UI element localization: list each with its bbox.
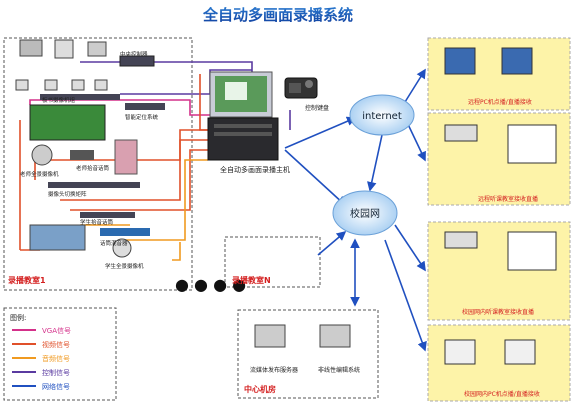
remote-pc-label: 远程PC机点播/直播接收 [468, 98, 532, 106]
classroom1-region [3, 37, 193, 291]
editing-system-label: 非线性编辑系统 [318, 366, 360, 374]
teacher-mic-label: 老师拾音话筒 [76, 164, 110, 172]
camera-switcher-label: 摄像头切换矩阵 [48, 190, 87, 198]
control-keyboard [284, 77, 318, 99]
legend-label: 控制信号 [42, 368, 70, 377]
center-room-region [237, 309, 379, 399]
streaming-server-label: 流媒体发布服务器 [250, 366, 298, 374]
campus-classroom-label: 校园网内听课教室接收直播 [462, 308, 534, 316]
remote-classroom-label: 远程听课教室接收直播 [478, 195, 538, 203]
campus-net-label: 校园网 [350, 207, 380, 220]
internet-cloud: internet [349, 94, 415, 136]
campus-net-cloud: 校园网 [332, 190, 398, 236]
classroomN-region [224, 236, 321, 288]
classroom1-devices [15, 39, 165, 258]
smart-locator-label: 智能定位系统 [125, 113, 159, 121]
legend-title: 图例: [10, 313, 26, 322]
legend-label: 网络信号 [42, 382, 70, 391]
student-camera-label: 学生全景摄像机 [105, 262, 144, 270]
legend-label: 音频信号 [42, 354, 70, 363]
center-room-title: 中心机房 [244, 384, 276, 394]
host-computer [207, 71, 279, 161]
audio-mixer-label: 话筒混音器 [100, 239, 128, 247]
legend-label: 视频信号 [42, 340, 70, 349]
student-mic-label: 学生拾音话筒 [80, 218, 114, 226]
remote-devices [444, 47, 557, 365]
central-controller-label: 中央控制器 [120, 50, 148, 58]
campus-pc-label: 校园网内PC机点播/直播接收 [464, 390, 540, 398]
legend-label: VGA信号 [42, 326, 71, 335]
classroom1-title: 录播教室1 [8, 275, 46, 285]
classroomN-title: 录播教室N [232, 275, 271, 285]
keyboard-label: 控制键盘 [305, 104, 329, 112]
diagram-title: 全自动多画面录播系统 [202, 6, 353, 24]
host-label: 全自动多画面录播主机 [220, 165, 290, 174]
center-room-devices [254, 324, 351, 348]
dots: ● ● ● ● [175, 275, 246, 294]
internet-label: internet [362, 111, 402, 122]
legend-region [3, 307, 117, 401]
annotation-box-label: 板书摄像机组 [42, 96, 76, 104]
teacher-camera-label: 老师全景摄像机 [20, 170, 59, 178]
classroom1-labels: 中央控制器 板书摄像机组 智能定位系统 老师全景摄像机 老师拾音话筒 摄像头切换… [20, 50, 159, 270]
